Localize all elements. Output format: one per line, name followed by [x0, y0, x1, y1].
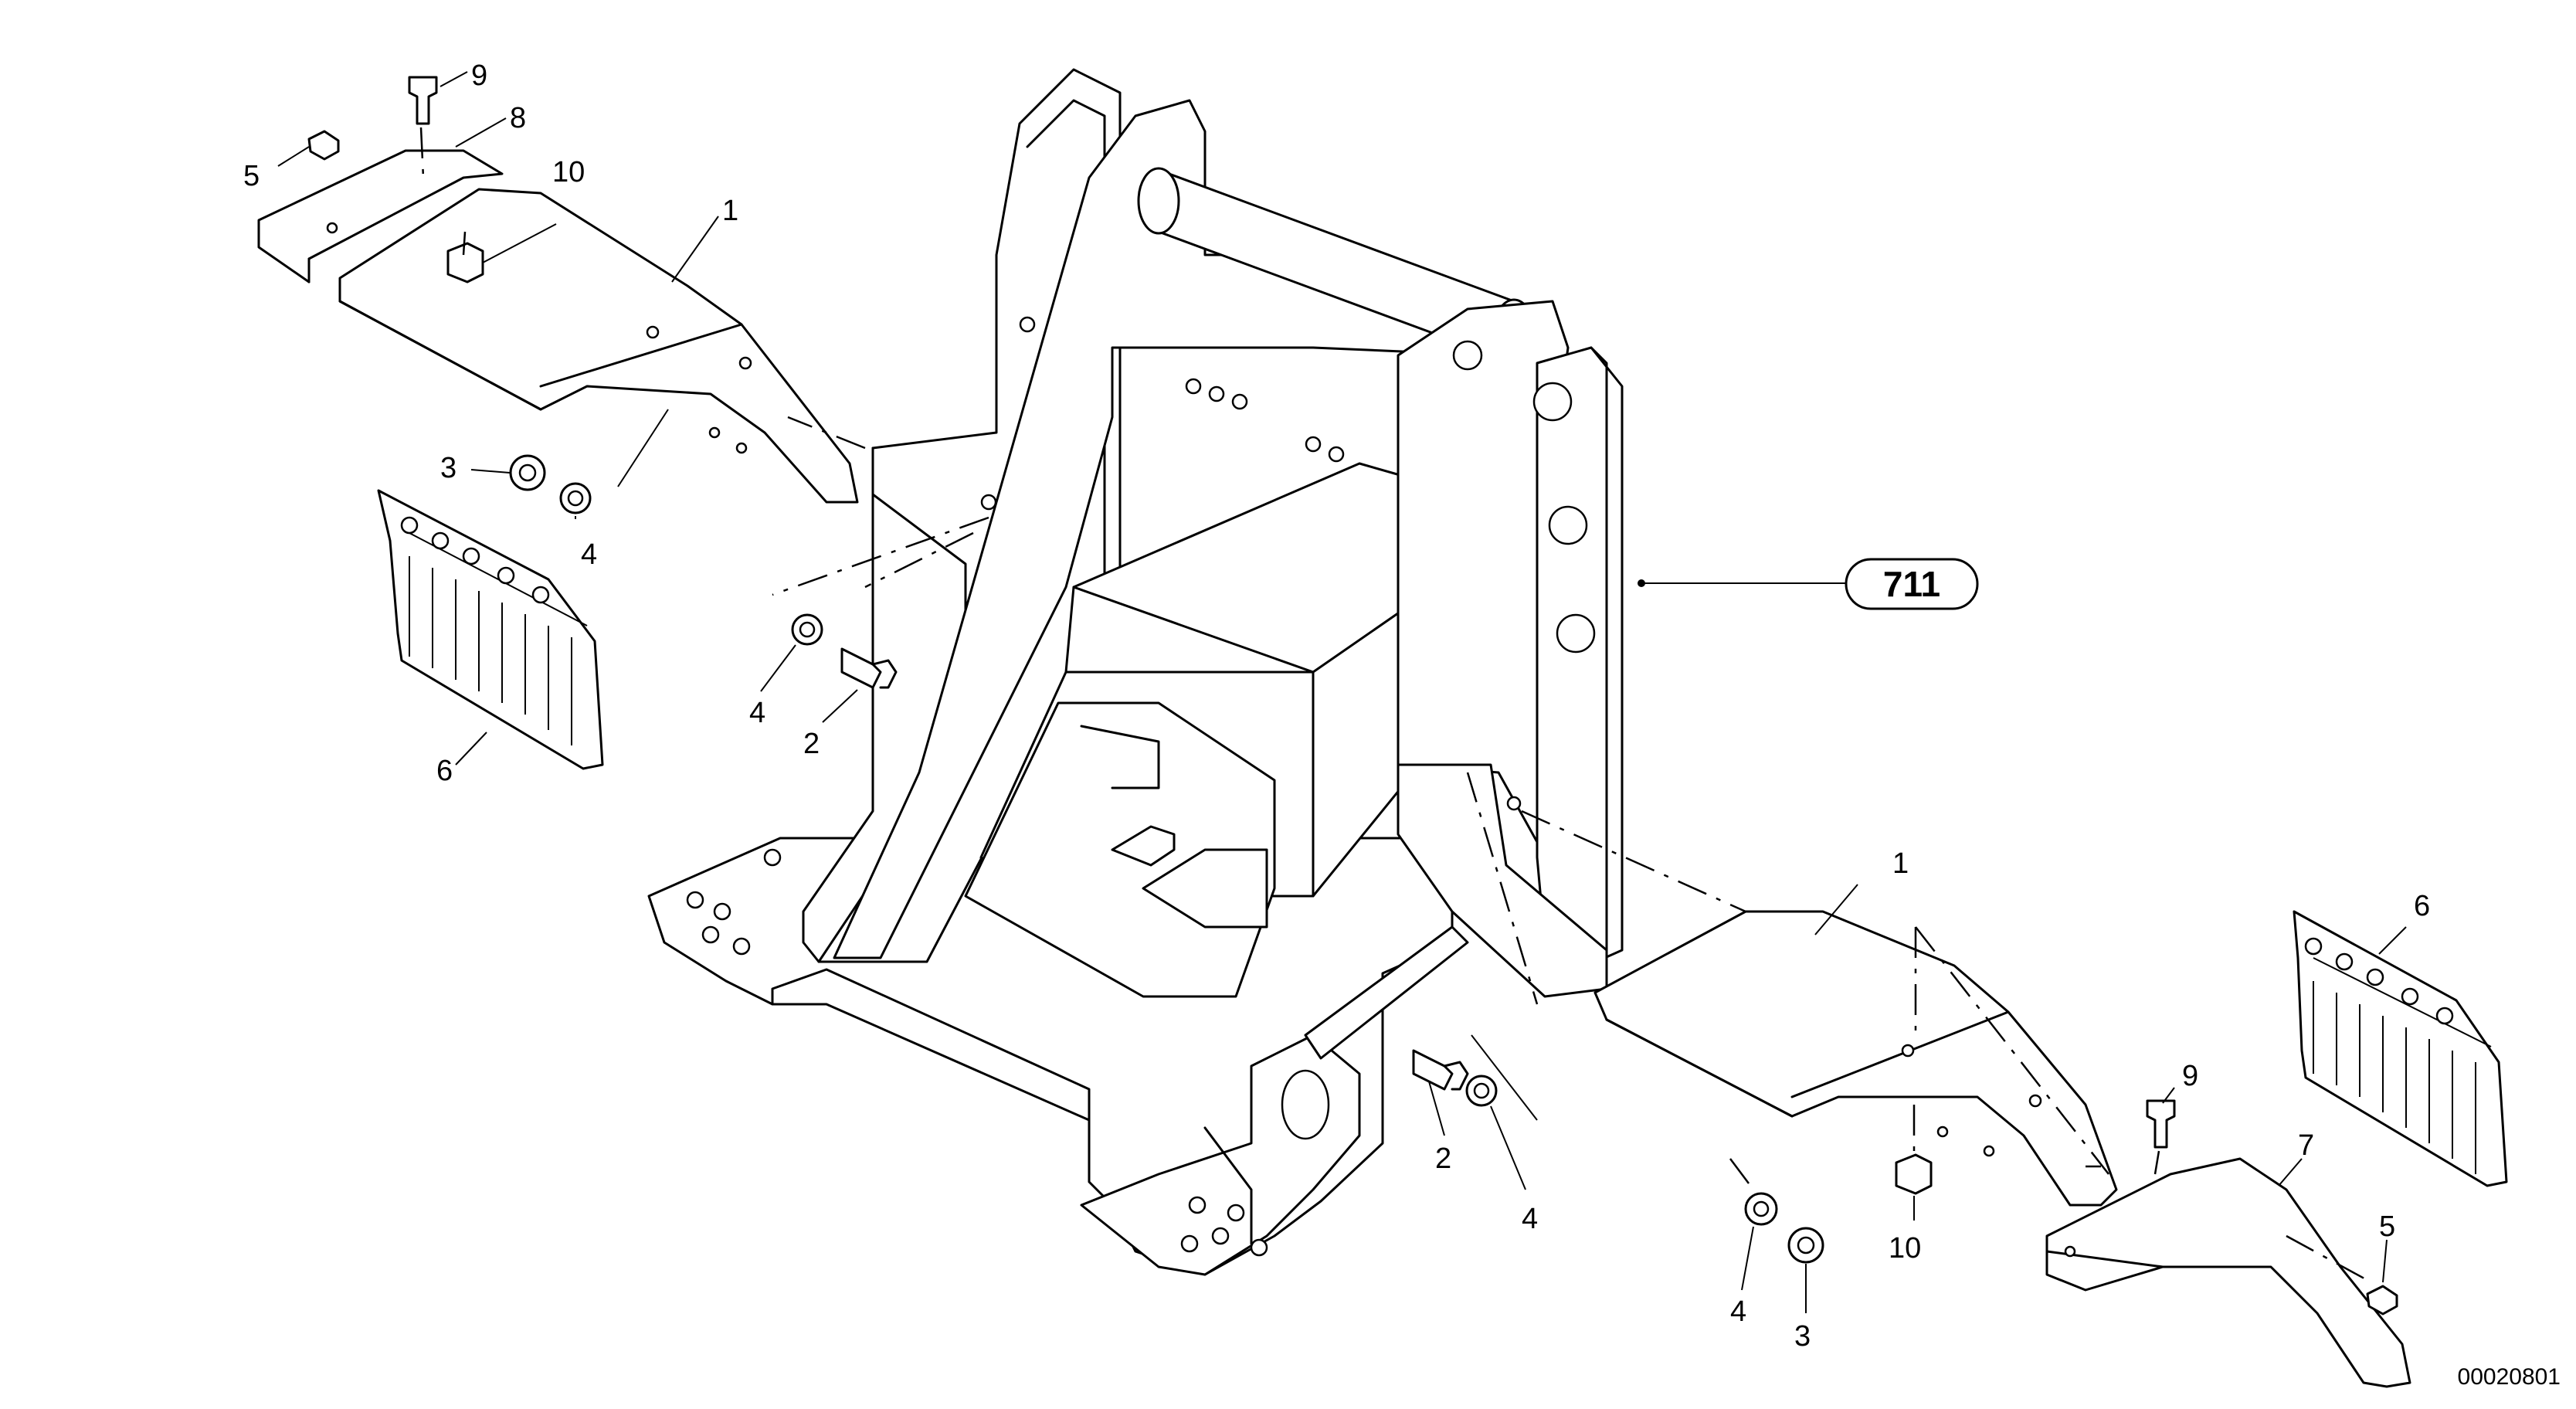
label-4-b: 4 [749, 697, 765, 729]
label-6-left: 6 [436, 755, 453, 787]
rivet-5-right [2366, 1285, 2398, 1316]
document-number: 00020801 [2458, 1364, 2561, 1390]
left-mudflap [377, 489, 604, 770]
label-5-left: 5 [243, 160, 260, 192]
bolt-2-left [840, 647, 882, 689]
reference-callout-711[interactable]: 711 [1845, 558, 1979, 610]
nut-10-right [1895, 1153, 1933, 1195]
part-labels: 1 1 2 2 3 3 4 4 4 4 5 5 6 6 7 8 9 9 10 1… [243, 59, 2430, 1353]
right-mudflap [2293, 910, 2508, 1187]
assembly-lines [419, 127, 2372, 1284]
bolt-9-left [408, 76, 438, 125]
label-5-right: 5 [2379, 1210, 2395, 1243]
nut-10-left [446, 242, 484, 283]
right-fender [1593, 910, 2118, 1207]
frame-assembly [647, 68, 1624, 1276]
label-9-left: 9 [471, 59, 487, 92]
label-6-right: 6 [2414, 890, 2430, 922]
label-10-left: 10 [552, 156, 585, 188]
bolt-9-right [2146, 1099, 2176, 1149]
label-4-a: 4 [581, 538, 597, 571]
rivet-5-left [307, 130, 340, 161]
label-4-d: 4 [1730, 1295, 1746, 1328]
label-9-right: 9 [2182, 1060, 2198, 1092]
label-2-left: 2 [803, 728, 820, 760]
left-fender-group [257, 76, 898, 770]
label-4-c: 4 [1522, 1203, 1538, 1235]
bolt-2-right [1412, 1049, 1454, 1091]
left-fender-bracket [257, 149, 504, 283]
label-3-right: 3 [1794, 1320, 1811, 1353]
label-3-left: 3 [440, 452, 456, 484]
label-1-right: 1 [1892, 847, 1909, 880]
reference-number: 711 [1883, 564, 1940, 604]
right-fender-group [1412, 910, 2508, 1388]
label-10-right: 10 [1889, 1232, 1921, 1265]
label-8: 8 [510, 102, 526, 134]
right-fender-bracket [2045, 1157, 2411, 1388]
label-1-left: 1 [722, 195, 738, 227]
left-fender [338, 188, 859, 504]
label-7: 7 [2298, 1129, 2314, 1162]
leader-lines [277, 71, 2407, 1313]
label-2-right: 2 [1435, 1142, 1451, 1175]
